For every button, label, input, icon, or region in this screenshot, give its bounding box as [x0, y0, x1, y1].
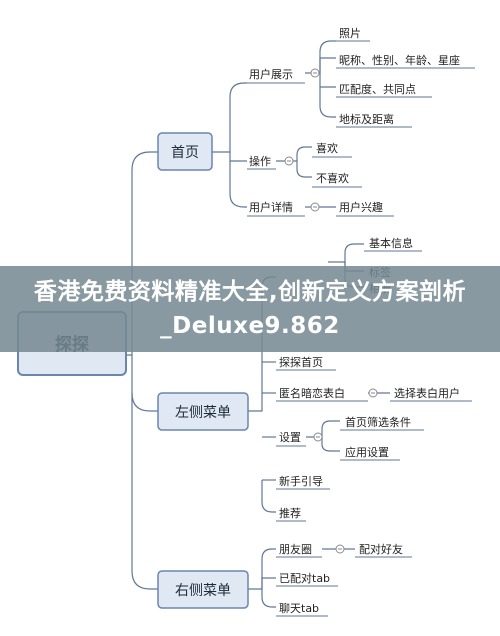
basic-info-label[interactable]: 基本信息: [369, 236, 413, 250]
user-detail-label[interactable]: 用户详情: [249, 200, 293, 214]
collapse-icon[interactable]: [313, 432, 323, 442]
anon-confession-label[interactable]: 匿名暗恋表白: [279, 386, 345, 400]
operation-label[interactable]: 操作: [249, 154, 271, 168]
collapse-icon[interactable]: [284, 156, 294, 166]
recommend-label[interactable]: 推荐: [279, 506, 301, 520]
matched-tab-label[interactable]: 已配对tab: [279, 571, 330, 585]
friends-circle-label[interactable]: 朋友圈: [279, 542, 312, 556]
home-label: 首页: [171, 145, 199, 161]
collapse-icon[interactable]: [368, 388, 378, 398]
match-label[interactable]: 匹配度、共同点: [339, 82, 416, 96]
matched-friends-label[interactable]: 配对好友: [359, 542, 403, 556]
guide-label[interactable]: 新手引导: [279, 474, 323, 488]
user-interest-label[interactable]: 用户兴趣: [339, 200, 383, 214]
dislike-label[interactable]: 不喜欢: [316, 171, 349, 185]
photo-label[interactable]: 照片: [339, 27, 361, 40]
node-left-menu[interactable]: 左侧菜单: [157, 392, 249, 431]
node-right-menu[interactable]: 右侧菜单: [157, 570, 249, 609]
node-home[interactable]: 首页: [157, 132, 213, 171]
banner-title: 香港免费资料精准大全,创新定义方案剖析_Deluxe9.862: [33, 279, 467, 339]
explore-home-label[interactable]: 探探首页: [279, 355, 323, 369]
app-settings-label[interactable]: 应用设置: [345, 445, 389, 459]
label-underlines: [247, 40, 475, 617]
collapse-icon[interactable]: [335, 544, 345, 554]
like-label[interactable]: 喜欢: [316, 141, 338, 155]
chat-tab-label[interactable]: 聊天tab: [279, 601, 319, 615]
home-filter-label[interactable]: 首页筛选条件: [345, 415, 411, 429]
user-display-label[interactable]: 用户展示: [249, 67, 293, 81]
profile-info-label[interactable]: 昵称、性别、年龄、星座: [339, 53, 460, 67]
left-menu-label: 左侧菜单: [175, 405, 231, 421]
collapse-markers: [284, 68, 378, 554]
node-labels: 用户展示 照片 昵称、性别、年龄、星座 匹配度、共同点 地标及距离 操作 喜欢 …: [249, 27, 460, 615]
overlay-banner: 香港免费资料精准大全,创新定义方案剖析_Deluxe9.862: [0, 266, 500, 352]
settings-label[interactable]: 设置: [279, 431, 301, 444]
distance-label[interactable]: 地标及距离: [339, 112, 394, 126]
collapse-icon[interactable]: [310, 202, 320, 212]
collapse-icon[interactable]: [310, 68, 320, 78]
right-menu-label: 右侧菜单: [175, 583, 231, 599]
choose-user-label[interactable]: 选择表白用户: [394, 386, 460, 400]
